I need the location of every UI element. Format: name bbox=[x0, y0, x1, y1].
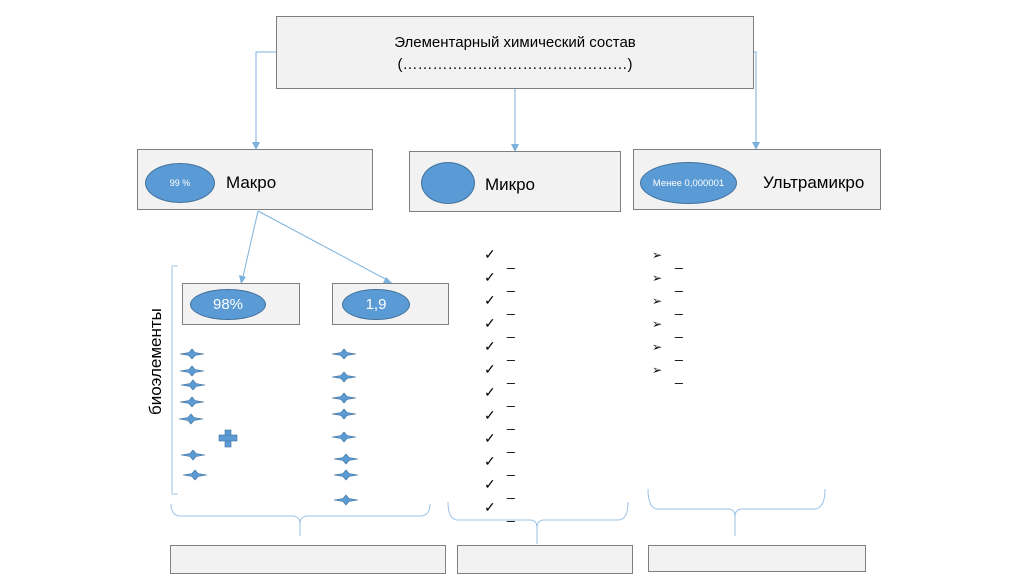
check-icon: ✓ bbox=[484, 384, 496, 400]
micro-answer-box bbox=[457, 545, 633, 574]
check-icon: ✓ bbox=[484, 269, 496, 285]
arrow-bullet-icon: ➢ bbox=[652, 363, 663, 377]
list-dash: _ bbox=[507, 253, 515, 269]
check-icon: ✓ bbox=[484, 453, 496, 469]
list-dash: _ bbox=[507, 506, 515, 522]
list-dash: _ bbox=[675, 345, 683, 361]
list-dash: _ bbox=[507, 437, 515, 453]
macro-right-badge: 1,9 bbox=[342, 289, 410, 320]
check-icon: ✓ bbox=[484, 476, 496, 492]
star-icon bbox=[331, 348, 357, 360]
star-icon bbox=[331, 408, 357, 420]
star-icon bbox=[178, 413, 204, 425]
star-icon bbox=[331, 392, 357, 404]
root-title: Элементарный химический состав bbox=[394, 34, 636, 51]
list-dash: _ bbox=[507, 299, 515, 315]
list-dash: _ bbox=[507, 322, 515, 338]
star-icon bbox=[179, 396, 205, 408]
root-box bbox=[276, 16, 754, 89]
check-icon: ✓ bbox=[484, 430, 496, 446]
star-icon bbox=[333, 469, 359, 481]
check-icon: ✓ bbox=[484, 361, 496, 377]
ultra-badge: Менее 0,000001 bbox=[640, 162, 737, 204]
micro-label: Микро bbox=[485, 175, 536, 194]
ultra-label: Ультрамикро bbox=[763, 173, 865, 192]
arrow-bullet-icon: ➢ bbox=[652, 248, 663, 262]
list-dash: _ bbox=[675, 253, 683, 269]
star-icon bbox=[331, 371, 357, 383]
check-icon: ✓ bbox=[484, 246, 496, 262]
star-icon bbox=[331, 431, 357, 443]
macro-label: Макро bbox=[226, 173, 277, 192]
list-dash: _ bbox=[675, 299, 683, 315]
macro-badge: 99 % bbox=[145, 163, 215, 203]
list-dash: _ bbox=[507, 414, 515, 430]
macro-answer-box bbox=[170, 545, 446, 574]
plus-icon bbox=[218, 429, 238, 448]
check-icon: ✓ bbox=[484, 315, 496, 331]
list-dash: _ bbox=[507, 391, 515, 407]
list-dash: _ bbox=[675, 368, 683, 384]
check-icon: ✓ bbox=[484, 292, 496, 308]
star-icon bbox=[179, 365, 205, 377]
micro-badge bbox=[421, 162, 475, 204]
macro-left-badge: 98% bbox=[190, 289, 266, 320]
arrow-bullet-icon: ➢ bbox=[652, 317, 663, 331]
list-dash: _ bbox=[507, 368, 515, 384]
star-icon bbox=[333, 453, 359, 465]
arrow-bullet-icon: ➢ bbox=[652, 294, 663, 308]
arrow-bullet-icon: ➢ bbox=[652, 340, 663, 354]
ultra-answer-box bbox=[648, 545, 866, 572]
check-icon: ✓ bbox=[484, 338, 496, 354]
star-icon bbox=[180, 449, 206, 461]
star-icon bbox=[179, 348, 205, 360]
list-dash: _ bbox=[507, 483, 515, 499]
list-dash: _ bbox=[675, 322, 683, 338]
root-subtitle: (………………………………………) bbox=[397, 56, 633, 73]
star-icon bbox=[333, 494, 359, 506]
check-icon: ✓ bbox=[484, 407, 496, 423]
star-icon bbox=[180, 379, 206, 391]
star-icon bbox=[182, 469, 208, 481]
arrow-bullet-icon: ➢ bbox=[652, 271, 663, 285]
list-dash: _ bbox=[675, 276, 683, 292]
list-dash: _ bbox=[507, 276, 515, 292]
check-icon: ✓ bbox=[484, 499, 496, 515]
list-dash: _ bbox=[507, 460, 515, 476]
list-dash: _ bbox=[507, 345, 515, 361]
